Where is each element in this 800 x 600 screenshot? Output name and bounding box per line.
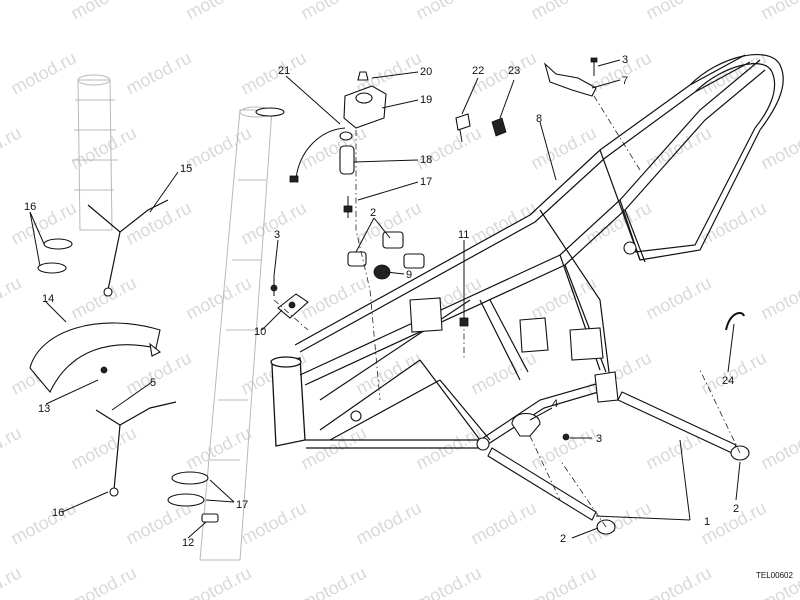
callout-16-top: 16	[24, 201, 36, 213]
watermark-text: motod.ru	[297, 0, 369, 24]
watermark-text: motod.ru	[582, 498, 654, 549]
watermark-text: motod.ru	[757, 563, 800, 600]
callout-22: 22	[472, 65, 484, 77]
watermark-text: motod.ru	[642, 563, 714, 600]
watermark-text: motod.ru	[352, 348, 424, 399]
watermark-text: motod.ru	[697, 198, 769, 249]
watermark-text: motod.ru	[527, 423, 599, 474]
watermark-text: motod.ru	[642, 123, 714, 174]
watermark-text: motod.ru	[0, 0, 25, 24]
stay-14	[87, 199, 169, 297]
callout-11: 12	[182, 537, 194, 549]
callout-14: 15	[180, 163, 192, 175]
watermark-text: motod.ru	[7, 48, 79, 99]
pivot-shaft	[487, 391, 737, 521]
callout-18: 18	[420, 154, 432, 166]
watermark-text: motod.ru	[237, 48, 309, 99]
clamp-4	[511, 412, 570, 441]
watermark-text: motod.ru	[182, 563, 254, 600]
callout-24: 24	[722, 375, 734, 387]
callout-19: 19	[420, 94, 432, 106]
watermark-text: motod.ru	[412, 563, 484, 600]
callout-21: 21	[278, 65, 290, 77]
callout-2-right: 2	[733, 503, 739, 515]
callout-2-spacers: 2	[370, 207, 376, 219]
callout-5: 5	[150, 377, 156, 389]
watermark-text: motod.ru	[757, 123, 800, 174]
watermark-text: motod.ru	[527, 123, 599, 174]
callout-4: 4	[552, 398, 558, 410]
watermark-text: motod.ru	[527, 273, 599, 324]
ghost-fork-left	[72, 74, 118, 231]
watermark-text: motod.ru	[237, 498, 309, 549]
watermark-text: motod.ru	[757, 423, 800, 474]
callout-17: 17	[420, 176, 432, 188]
callout-10: 11	[458, 229, 469, 241]
callout-3-left: 3	[274, 229, 280, 241]
watermark-text: motod.ru	[0, 273, 25, 324]
callout-7: 8	[536, 113, 542, 125]
bracket-6	[543, 57, 598, 97]
clamp-rings	[37, 238, 219, 523]
watermark-text: motod.ru	[182, 273, 254, 324]
watermark-text: motod.ru	[7, 498, 79, 549]
callout-leaders	[29, 59, 741, 539]
callout-6: 7	[622, 75, 628, 87]
watermark-text: motod.ru	[297, 563, 369, 600]
callout-20: 20	[420, 66, 432, 78]
callout-2-bottom: 2	[560, 533, 566, 545]
watermark-text: motod.ru	[297, 273, 369, 324]
watermark-text: motod.ru	[182, 123, 254, 174]
watermark-text: motod.ru	[0, 123, 25, 174]
callout-3-top: 3	[622, 54, 628, 66]
bracket-9	[270, 276, 309, 319]
watermark-text: motod.ru	[642, 0, 714, 24]
callout-15: 16	[52, 507, 64, 519]
watermark-text: motod.ru	[412, 0, 484, 24]
callout-1: 1	[704, 516, 710, 528]
frame-assembly	[270, 54, 784, 451]
watermark-text: motod.ru	[67, 563, 139, 600]
watermark-text: motod.ru	[467, 198, 539, 249]
callout-12: 13	[38, 403, 50, 415]
callout-13: 14	[42, 293, 54, 305]
callout-16-bottom: 17	[236, 499, 248, 511]
watermark-text: motod.ru	[467, 348, 539, 399]
callout-labels: 21 20 19 18 17 22 23 3 7 8 2 9 3 10 11 4…	[24, 54, 739, 549]
watermark-text: motod.ru	[67, 0, 139, 24]
callout-9: 10	[254, 326, 266, 338]
watermark-text: motod.ru	[467, 498, 539, 549]
watermark-text: motod.ru	[642, 273, 714, 324]
callout-3-bottom: 3	[596, 433, 602, 445]
watermark-text: motod.ru	[757, 0, 800, 24]
clip-24	[725, 312, 745, 331]
sensor-assembly	[255, 71, 507, 218]
drawing-code: TEL00602	[756, 571, 793, 580]
stay-15	[95, 401, 177, 497]
watermark-text: motod.ru	[67, 423, 139, 474]
watermark-text: motod.ru	[0, 563, 25, 600]
watermark-text: motod.ru	[697, 348, 769, 399]
assembly-lines	[273, 95, 741, 528]
watermark-text: motod.ru	[122, 48, 194, 99]
watermark-text: motod.ru	[122, 348, 194, 399]
watermark-text: motod.ru	[182, 423, 254, 474]
watermark-text: motod.ru	[67, 273, 139, 324]
watermark-text: motod.ru	[582, 198, 654, 249]
watermark-text: motod.ru	[352, 498, 424, 549]
watermark-text: motod.ru	[527, 0, 599, 24]
callout-23: 23	[508, 65, 520, 77]
watermark-text: motod.ru	[182, 0, 254, 24]
front-mudguard	[29, 322, 162, 394]
callout-8: 9	[406, 269, 412, 281]
watermark-text: motod.ru	[757, 273, 800, 324]
watermark-text: motod.ru	[527, 563, 599, 600]
watermark-text: motod.ru	[0, 423, 25, 474]
